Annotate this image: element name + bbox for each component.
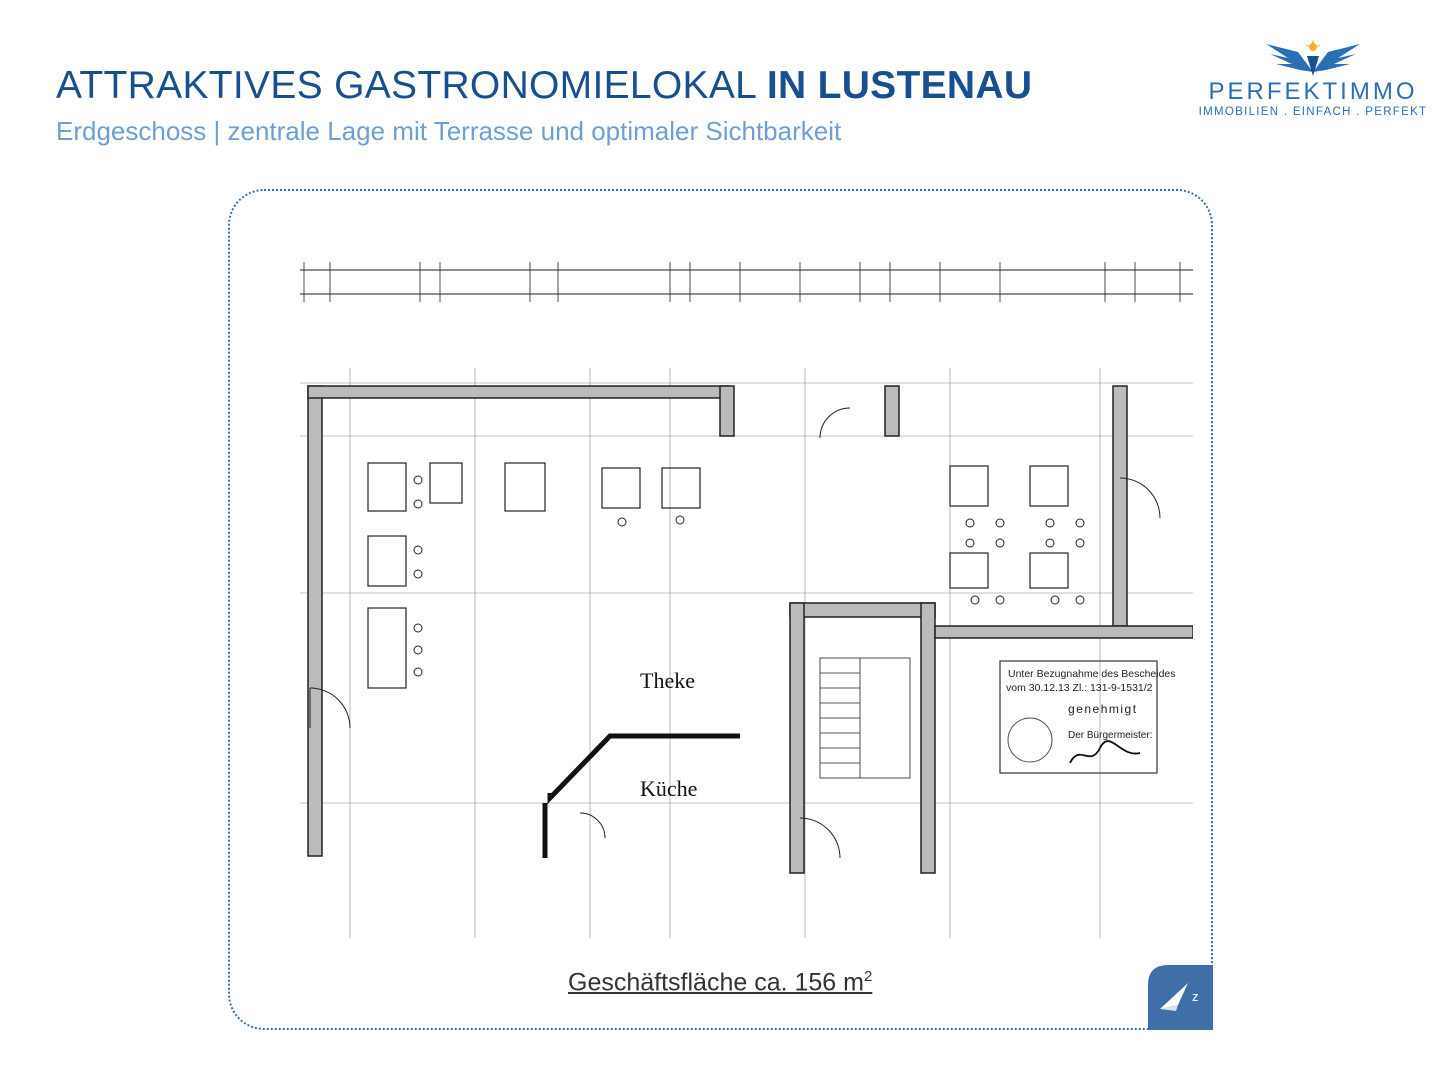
winged-eagle-logo-icon bbox=[1266, 39, 1360, 76]
room-label-kueche: Küche bbox=[640, 776, 697, 801]
floor-area-caption: Geschäftsfläche ca. 156 m2 bbox=[568, 968, 872, 997]
company-logo: PERFEKTIMMO IMMOBILIEN . EINFACH . PERFE… bbox=[1198, 38, 1428, 118]
svg-text:z: z bbox=[1192, 989, 1199, 1004]
page-subtitle: Erdgeschoss | zentrale Lage mit Terrasse… bbox=[56, 116, 842, 146]
room-label-theke: Theke bbox=[640, 668, 695, 693]
stamp-line3: genehmigt bbox=[1068, 702, 1138, 716]
caption-text: Geschäftsfläche ca. 156 m bbox=[568, 968, 864, 997]
page-title: ATTRAKTIVES GASTRONOMIELOKAL IN LUSTENAU bbox=[56, 64, 1032, 108]
approval-stamp: Unter Bezugnahme des Bescheides vom 30.1… bbox=[999, 660, 1176, 774]
floorplan-frame bbox=[228, 189, 1213, 1030]
stamp-line1: Unter Bezugnahme des Bescheides bbox=[1008, 668, 1176, 680]
logo-slogan: IMMOBILIEN . EINFACH . PERFEKT bbox=[1198, 106, 1428, 118]
stamp-line4: Der Bürgermeister: bbox=[1068, 730, 1152, 741]
logo-brand: PERFEKTIMMO bbox=[1208, 78, 1418, 105]
title-regular: ATTRAKTIVES GASTRONOMIELOKAL bbox=[56, 64, 756, 107]
floorplan-drawing: Unter Bezugnahme des Bescheides vom 30.1… bbox=[300, 262, 1193, 938]
stamp-line2: vom 30.12.13 Zl.: 131-9-1531/2 bbox=[1006, 682, 1153, 694]
north-arrow-icon: z bbox=[1148, 965, 1213, 1030]
caption-superscript: 2 bbox=[863, 968, 873, 985]
title-bold: IN LUSTENAU bbox=[766, 64, 1033, 107]
